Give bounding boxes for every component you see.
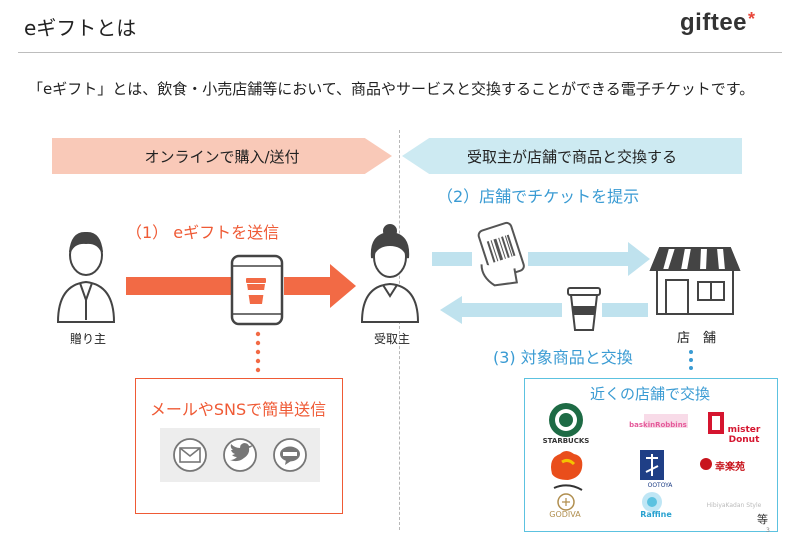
- exchange-product-arrow: [440, 296, 648, 324]
- mail-icon[interactable]: [173, 438, 207, 472]
- page-number: 3: [766, 527, 770, 534]
- logo-star-mark: *: [748, 9, 756, 29]
- title-divider: [18, 52, 782, 53]
- logo-text: giftee: [680, 9, 748, 36]
- step-send-gift: （1） eギフトを送信: [126, 223, 280, 242]
- store-connector-dots: [689, 350, 693, 370]
- line-icon[interactable]: [273, 438, 307, 472]
- banner-online-purchase: オンラインで購入/送付: [52, 138, 392, 174]
- ootoya-logo-icon: [640, 450, 664, 480]
- phone-icon: [230, 254, 284, 326]
- banner-store-exchange-label: 受取主が店舗で商品と交換する: [466, 147, 677, 166]
- channel-icons-strip: [160, 428, 320, 482]
- mister-donut-logo-icon: [708, 412, 724, 434]
- step-exchange-product: (3) 対象商品と交換: [493, 348, 633, 367]
- brand-baskin-robbins: baskinRobbins: [629, 421, 687, 429]
- step-present-ticket: （2）店舗でチケットを提示: [437, 187, 640, 206]
- giver-person-icon: [56, 231, 116, 323]
- channel-connector-dots: [255, 331, 261, 373]
- send-arrow: [126, 264, 356, 308]
- receiver-label: 受取主: [374, 332, 411, 346]
- brand-ootoya: OOTOYA: [647, 482, 673, 489]
- store-label: 店 舗: [677, 331, 717, 346]
- twitter-icon[interactable]: [223, 438, 257, 472]
- brand-hibiya-kadan: HibiyaKadan Style: [706, 502, 762, 509]
- giftee-logo[interactable]: giftee*: [680, 9, 756, 37]
- starbucks-logo-icon: [549, 403, 583, 437]
- rooster-logo-icon: [551, 451, 583, 491]
- nearby-stores-title: 近くの店舗で交換: [589, 385, 710, 403]
- present-ticket-arrow: [432, 242, 650, 276]
- kourakuen-logo-icon: [700, 458, 712, 470]
- godiva-logo-icon: [557, 493, 575, 511]
- receiver-person-icon: [360, 224, 420, 323]
- baskin-robbins-logo-icon: [644, 414, 688, 428]
- page-title: eギフトとは: [24, 16, 137, 40]
- banner-store-exchange: 受取主が店舗で商品と交換する: [402, 138, 742, 174]
- banner-online-purchase-label: オンラインで購入/送付: [144, 147, 300, 166]
- brand-mister-donut: mister Donut: [727, 425, 761, 445]
- hand-phone-icon: [477, 221, 525, 287]
- brand-godiva: GODIVA: [549, 510, 581, 519]
- brands-etc-note: 等: [757, 513, 768, 526]
- brand-logos: [549, 403, 724, 512]
- channel-box-title: メールやSNSで簡単送信: [149, 400, 327, 419]
- brand-starbucks: STARBUCKS: [542, 437, 590, 445]
- brand-raffine: Raffine: [640, 510, 672, 519]
- brand-kourakuen: 幸楽苑: [715, 462, 745, 473]
- giver-label: 贈り主: [70, 332, 107, 346]
- page-subtitle: 「eギフト」とは、飲食・小売店舗等において、商品やサービスと交換することができる…: [28, 80, 755, 98]
- raffine-logo-icon: [642, 492, 662, 512]
- phase-divider: [399, 130, 400, 530]
- store-icon: [649, 247, 741, 315]
- coffee-cup-icon: [567, 287, 601, 331]
